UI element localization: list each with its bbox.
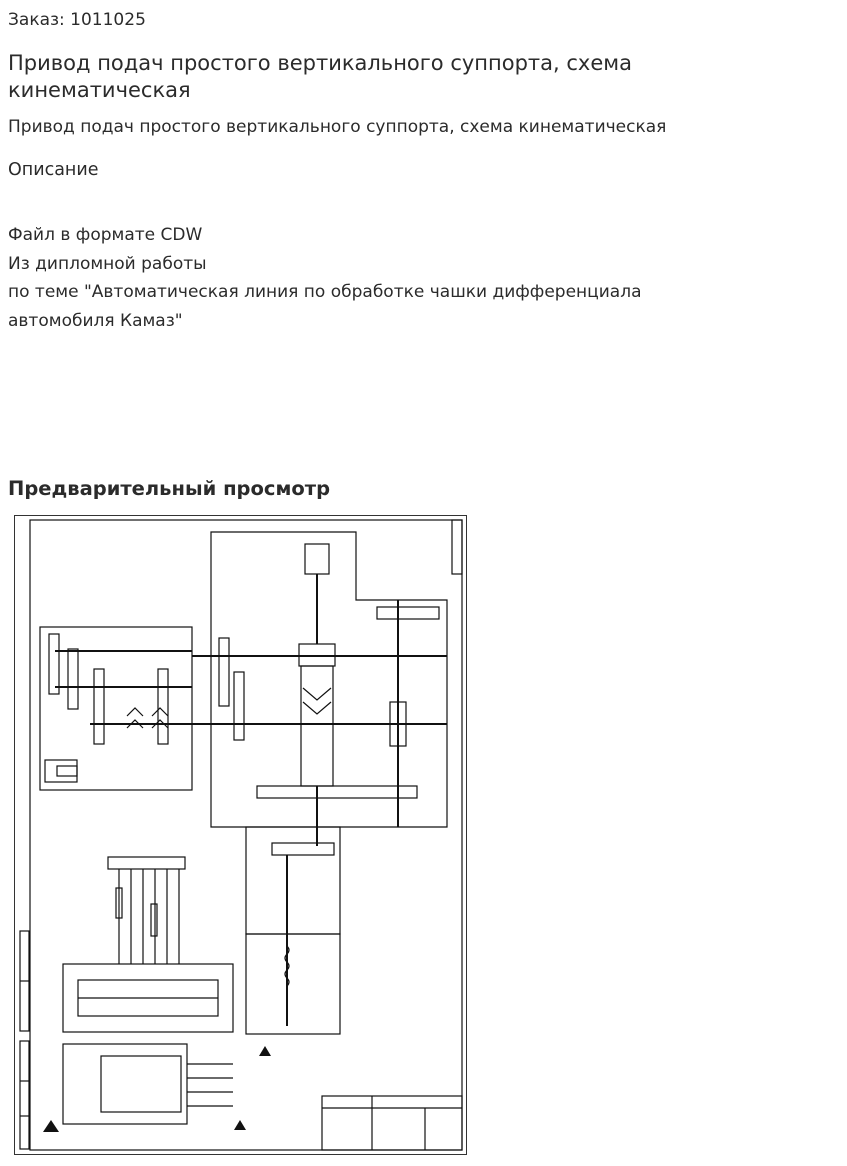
kinematic-scheme-drawing [19,519,463,1151]
description-line: по теме "Автоматическая линия по обработ… [8,282,642,303]
page-subtitle: Привод подач простого вертикального супп… [8,117,667,137]
preview-heading: Предварительный просмотр [8,477,331,500]
page-title: Привод подач простого вертикального супп… [8,51,632,102]
description-line: Из дипломной работы [8,253,207,274]
order-number: Заказ: 1011025 [8,10,146,30]
preview-image[interactable] [14,515,467,1155]
description-line: Файл в формате CDW [8,225,203,245]
description-line: автомобиля Камаз" [8,311,183,332]
description-text: Файл в формате CDW Из дипломной работы п… [8,221,808,336]
description-heading: Описание [8,160,99,180]
